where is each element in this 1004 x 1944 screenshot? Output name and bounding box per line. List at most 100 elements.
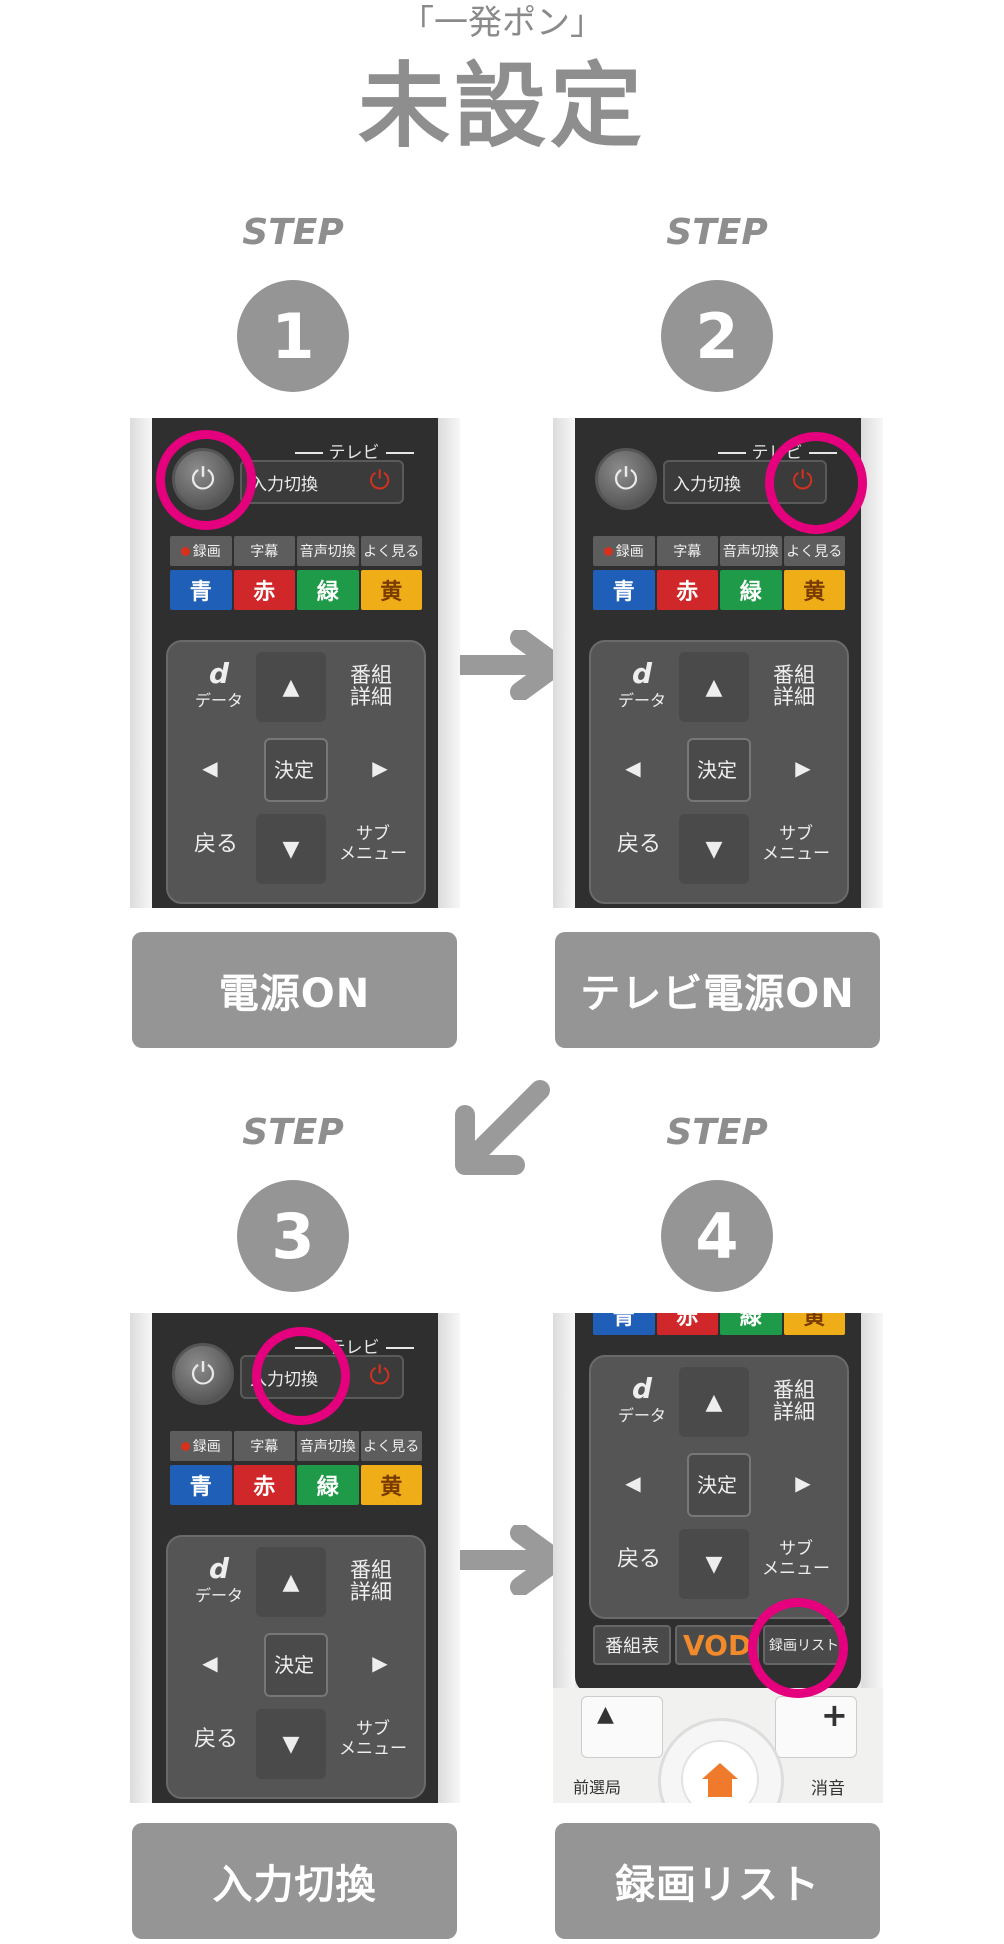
step-1-action-button[interactable]: 電源ON [132,932,457,1048]
submenu-button[interactable]: サブメニュー [762,824,830,864]
submenu-button[interactable]: サブメニュー [762,1539,830,1579]
record-dot-icon [180,546,190,556]
submenu-button[interactable]: サブメニュー [339,1719,407,1759]
blue-button[interactable]: 青 [170,1465,232,1505]
left-arrow-icon[interactable]: ◀ [625,756,641,780]
step-2-label: STEP [666,212,768,253]
step-2-action-button[interactable]: テレビ電源ON [555,932,880,1048]
blue-button[interactable]: 青 [593,1313,655,1335]
dpad: d データ ▲ 番組詳細 ◀ 決定 ▶ 戻る ▼ サブメニュー [589,1355,849,1619]
red-button[interactable]: 赤 [656,570,718,610]
mute-button[interactable]: 消音 [811,1779,845,1799]
program-detail-button[interactable]: 番組詳細 [350,1558,392,1604]
left-arrow-icon[interactable]: ◀ [202,1651,218,1675]
red-button[interactable]: 赤 [233,570,295,610]
yellow-button[interactable]: 黄 [360,570,422,610]
audio-switch-button[interactable]: 音声切換 [297,536,359,566]
record-button[interactable]: 録画 [170,1431,232,1461]
up-arrow-icon[interactable]: ▲ [705,674,723,700]
down-arrow-icon[interactable]: ▼ [705,1551,723,1577]
yellow-button[interactable]: 黄 [360,1465,422,1505]
down-left-arrow-icon [455,1080,550,1175]
left-arrow-icon[interactable]: ◀ [625,1471,641,1495]
step-4-label: STEP [666,1112,768,1153]
subtitles-button[interactable]: 字幕 [656,536,718,566]
frequent-button[interactable]: よく見る [783,536,845,566]
left-arrow-icon[interactable]: ◀ [202,756,218,780]
subtitles-button[interactable]: 字幕 [233,536,295,566]
data-button[interactable]: d データ [617,1372,666,1426]
volume-up-icon[interactable]: + [821,1696,848,1734]
highlight-circle [765,432,867,534]
channel-up-icon[interactable]: ▲ [597,1702,614,1727]
remote-panel-step-3: テレビ ⏻ 入力切換 ⏻ 録画 字幕 音声切換 よく見る 青 赤 緑 黄 d デ… [130,1313,460,1803]
home-button[interactable] [681,1740,759,1803]
ok-button[interactable]: 決定 [697,757,737,782]
power-button[interactable]: ⏻ [172,1343,234,1405]
record-button[interactable]: 録画 [593,536,655,566]
up-arrow-icon[interactable]: ▲ [282,674,300,700]
step-1-label: STEP [242,212,344,253]
red-button[interactable]: 赤 [656,1313,718,1335]
yellow-button[interactable]: 黄 [783,1313,845,1335]
audio-switch-button[interactable]: 音声切換 [720,536,782,566]
step-4-action-button[interactable]: 録画リスト [555,1823,880,1939]
red-button[interactable]: 赤 [233,1465,295,1505]
down-arrow-icon[interactable]: ▼ [282,1731,300,1757]
tv-power-icon[interactable]: ⏻ [369,1361,390,1391]
input-switch-label: 入力切換 [673,475,741,495]
green-button[interactable]: 緑 [720,1313,782,1335]
remote-panel-step-1: テレビ ⏻ 入力切換 ⏻ 録画 字幕 音声切換 よく見る 青 赤 緑 黄 d デ… [130,418,460,908]
dpad: d データ ▲ 番組詳細 ◀ 決定 ▶ 戻る ▼ サブメニュー [166,640,426,904]
d-logo-icon: d [631,657,653,690]
remote-panel-step-2: テレビ ⏻ 入力切換 ⏻ 録画 字幕 音声切換 よく見る 青 赤 緑 黄 d デ… [553,418,883,908]
vod-button[interactable]: VOD [675,1625,760,1665]
back-button[interactable]: 戻る [193,832,238,857]
down-arrow-icon[interactable]: ▼ [705,836,723,862]
data-button[interactable]: d データ [194,657,243,711]
program-detail-button[interactable]: 番組詳細 [350,663,392,709]
subtitles-button[interactable]: 字幕 [233,1431,295,1461]
right-arrow-icon[interactable]: ▶ [372,1651,388,1675]
record-button[interactable]: 録画 [170,536,232,566]
step-1-number: 1 [237,280,349,392]
tv-power-icon[interactable]: ⏻ [369,466,390,496]
highlight-circle [748,1598,848,1698]
right-arrow-icon[interactable]: ▶ [795,1471,811,1495]
data-button[interactable]: d データ [194,1552,243,1606]
up-arrow-icon[interactable]: ▲ [705,1389,723,1415]
right-arrow-icon[interactable]: ▶ [795,756,811,780]
back-button[interactable]: 戻る [193,1727,238,1752]
highlight-circle [156,430,256,530]
green-button[interactable]: 緑 [297,1465,359,1505]
back-button[interactable]: 戻る [616,832,661,857]
ok-button[interactable]: 決定 [274,1652,314,1677]
blue-button[interactable]: 青 [170,570,232,610]
blue-button[interactable]: 青 [593,570,655,610]
green-button[interactable]: 緑 [297,570,359,610]
lower-remote: ▲ + 前選局 消音 [553,1688,883,1803]
ok-button[interactable]: 決定 [274,757,314,782]
yellow-button[interactable]: 黄 [783,570,845,610]
down-arrow-icon[interactable]: ▼ [282,836,300,862]
prev-channel-button[interactable]: 前選局 [573,1778,622,1797]
input-switch-button[interactable]: 入力切換 ⏻ [240,460,404,504]
up-arrow-icon[interactable]: ▲ [282,1569,300,1595]
audio-switch-button[interactable]: 音声切換 [297,1431,359,1461]
frequent-button[interactable]: よく見る [360,536,422,566]
step-3-action-button[interactable]: 入力切換 [132,1823,457,1939]
back-button[interactable]: 戻る [616,1547,661,1572]
program-detail-button[interactable]: 番組詳細 [773,1378,815,1424]
power-button[interactable]: ⏻ [595,448,657,510]
frequent-button[interactable]: よく見る [360,1431,422,1461]
green-button[interactable]: 緑 [720,570,782,610]
right-arrow-icon[interactable]: ▶ [372,756,388,780]
data-button[interactable]: d データ [617,657,666,711]
program-detail-button[interactable]: 番組詳細 [773,663,815,709]
highlight-circle [252,1327,350,1425]
guide-button[interactable]: 番組表 [593,1625,672,1665]
power-icon: ⏻ [614,461,638,497]
submenu-button[interactable]: サブメニュー [339,824,407,864]
step-3-number: 3 [237,1180,349,1292]
ok-button[interactable]: 決定 [697,1472,737,1497]
